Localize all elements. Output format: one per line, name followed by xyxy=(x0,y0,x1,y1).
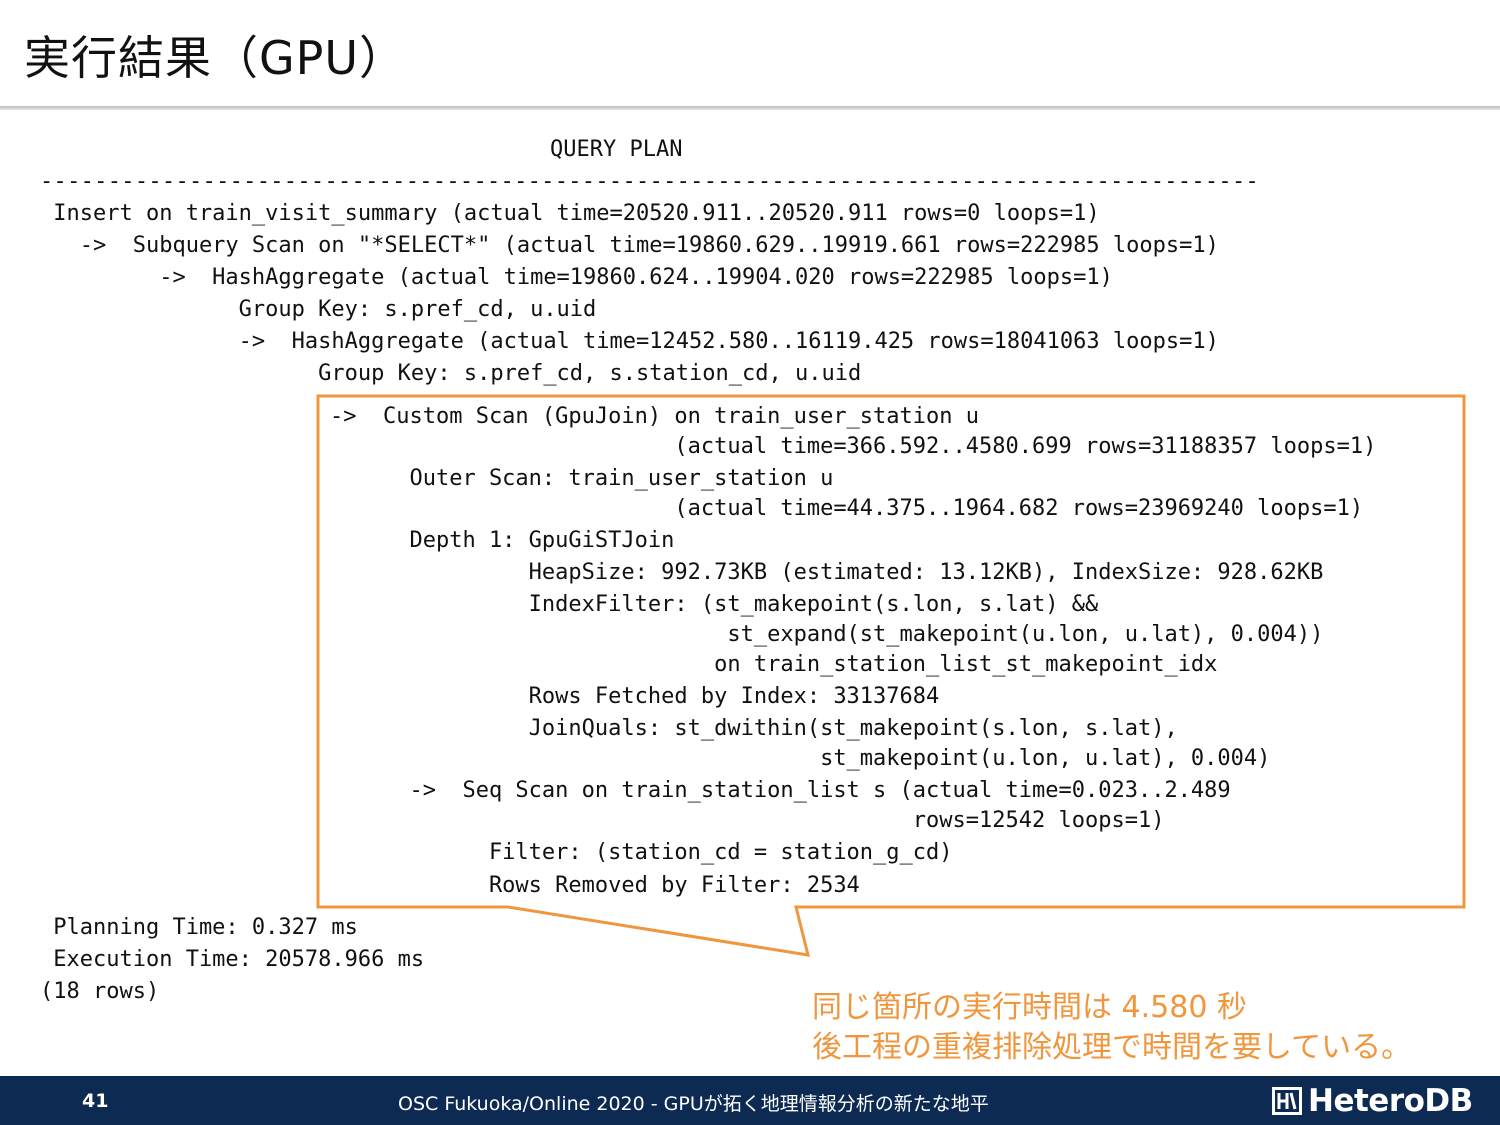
page-number: 41 xyxy=(82,1090,109,1112)
plan-box-line: (actual time=44.375..1964.682 rows=23969… xyxy=(330,496,1364,521)
plan-line: Insert on train_visit_summary (actual ti… xyxy=(40,201,1100,226)
plan-box-line: rows=12542 loops=1) xyxy=(330,808,1165,833)
plan-line: -> HashAggregate (actual time=19860.624.… xyxy=(40,265,1113,290)
plan-box-line: Rows Fetched by Index: 33137684 xyxy=(330,684,940,709)
plan-box-line: Rows Removed by Filter: 2534 xyxy=(330,873,860,898)
plan-box-line: st_makepoint(u.lon, u.lat), 0.004) xyxy=(330,746,1271,771)
plan-box-line: on train_station_list_st_makepoint_idx xyxy=(330,652,1218,677)
logo-text: HeteroDB xyxy=(1308,1083,1473,1119)
plan-box-line: Depth 1: GpuGiSTJoin xyxy=(330,528,675,553)
plan-line: Group Key: s.pref_cd, u.uid xyxy=(40,297,597,322)
title-divider xyxy=(0,106,1500,110)
plan-summary-line: Planning Time: 0.327 ms xyxy=(40,915,358,940)
plan-box-line: (actual time=366.592..4580.699 rows=3118… xyxy=(330,434,1377,459)
plan-box-line: Filter: (station_cd = station_g_cd) xyxy=(330,840,953,865)
plan-box-line: -> Custom Scan (GpuJoin) on train_user_s… xyxy=(330,404,980,429)
plan-line: Group Key: s.pref_cd, s.station_cd, u.ui… xyxy=(40,361,862,386)
plan-box-line: JoinQuals: st_dwithin(st_makepoint(s.lon… xyxy=(330,716,1178,741)
plan-box-line: HeapSize: 992.73KB (estimated: 13.12KB),… xyxy=(330,560,1324,585)
plan-line: -> HashAggregate (actual time=12452.580.… xyxy=(40,329,1219,354)
logo-mark-icon xyxy=(1272,1087,1302,1115)
callout-note-line2: 後工程の重複排除処理で時間を要している。 xyxy=(812,1030,1412,1065)
plan-box-line: IndexFilter: (st_makepoint(s.lon, s.lat)… xyxy=(330,592,1099,617)
slide-footer: 41 OSC Fukuoka/Online 2020 - GPUが拓く地理情報分… xyxy=(0,1076,1500,1125)
query-plan-separator: ----------------------------------------… xyxy=(40,169,1260,194)
slide-title: 実行結果（GPU） xyxy=(24,31,407,85)
plan-line: -> Subquery Scan on "*SELECT*" (actual t… xyxy=(40,233,1219,258)
plan-box-line: Outer Scan: train_user_station u xyxy=(330,466,834,491)
plan-summary-line: (18 rows) xyxy=(40,979,160,1004)
plan-box-line: -> Seq Scan on train_station_list s (act… xyxy=(330,778,1231,803)
callout-note-line1: 同じ箇所の実行時間は 4.580 秒 xyxy=(812,990,1247,1025)
plan-box-line: st_expand(st_makepoint(u.lon, u.lat), 0.… xyxy=(330,622,1324,647)
heterodb-logo: HeteroDB xyxy=(1272,1083,1473,1119)
footer-caption: OSC Fukuoka/Online 2020 - GPUが拓く地理情報分析の新… xyxy=(398,1093,989,1115)
query-plan-header: QUERY PLAN xyxy=(550,137,683,162)
plan-summary-line: Execution Time: 20578.966 ms xyxy=(40,947,425,972)
callout-outline xyxy=(316,394,1466,957)
